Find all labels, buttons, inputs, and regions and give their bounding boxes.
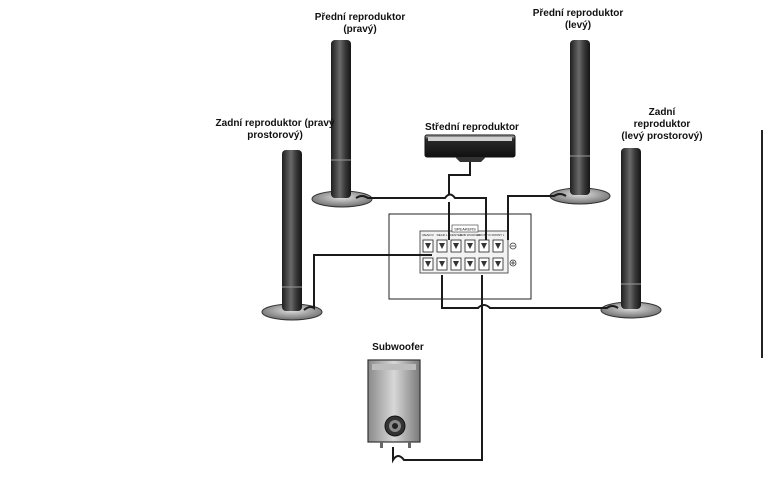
label-rear-left-line2: reproduktor <box>633 119 691 130</box>
cable-rear-left <box>441 275 619 309</box>
terminal-clip-arrow <box>467 243 473 249</box>
terminal-clip-arrow <box>481 243 487 249</box>
speaker-cables <box>303 162 619 464</box>
page-edge-line <box>761 130 763 358</box>
terminal-center: CENTER <box>450 233 463 271</box>
terminal-clip-arrow <box>439 243 445 249</box>
label-subwoofer: Subwoofer <box>372 342 424 353</box>
terminal-label: CENTER <box>450 233 463 237</box>
front-left-speaker <box>549 40 611 205</box>
rear-left-speaker <box>600 148 662 319</box>
terminal-label: FRONT R <box>477 233 491 237</box>
label-center: Střední reproduktor <box>425 122 519 133</box>
label-rear-right: Zadní reproduktor (pravý prostorový) <box>205 118 345 142</box>
panel-header: SPEAKERS <box>454 227 476 232</box>
subwoofer <box>367 359 421 448</box>
label-front-right-line2: (pravý) <box>343 24 377 35</box>
terminal-front-r: FRONT R <box>477 233 491 271</box>
label-front-left-line2: (levý) <box>564 20 592 31</box>
terminal-label: FRONT L <box>492 233 505 237</box>
front-right-speaker <box>311 40 373 208</box>
label-rear-left: Zadní reproduktor (levý prostorový) <box>612 107 712 143</box>
terminal-clip-arrow <box>453 243 459 249</box>
center-speaker <box>424 134 516 162</box>
terminal-label: SUB WOOFER <box>460 233 481 237</box>
label-front-left: Přední reproduktor (levý) <box>518 8 638 32</box>
terminal-clip-arrow <box>453 261 459 267</box>
terminal-sub-woofer: SUB WOOFER <box>460 233 481 271</box>
label-front-left-line1: Přední reproduktor <box>532 8 624 19</box>
terminal-rear-r: REAR R <box>422 233 434 271</box>
terminal-clip-arrow <box>495 243 501 249</box>
rear-right-speaker <box>261 150 323 321</box>
terminal-label: REAR R <box>422 233 434 237</box>
terminal-clip-arrow <box>495 261 501 267</box>
cable-subwoofer <box>392 275 483 464</box>
terminal-rear-l: REAR L <box>437 233 448 271</box>
label-front-right: Přední reproduktor (pravý) <box>300 12 420 36</box>
terminal-clip-arrow <box>425 243 431 249</box>
label-front-right-line1: Přední reproduktor <box>314 12 406 23</box>
terminal-clip-arrow <box>439 261 445 267</box>
cable-front-right <box>355 193 487 240</box>
label-rear-right-line1: Zadní reproduktor (pravý <box>215 118 335 129</box>
label-rear-right-line2: prostorový) <box>247 130 303 141</box>
cable-front-left <box>507 193 567 240</box>
label-rear-left-line1: Zadní <box>648 107 676 118</box>
terminal-clip-arrow <box>425 261 431 267</box>
label-rear-left-line3: (levý prostorový) <box>621 131 703 142</box>
cable-center <box>448 162 471 194</box>
terminal-clip-arrow <box>481 261 487 267</box>
terminal-clip-arrow <box>467 261 473 267</box>
terminal-front-l: FRONT L <box>492 233 505 271</box>
terminal-label: REAR L <box>437 233 448 237</box>
cable-rear-right <box>303 254 432 311</box>
